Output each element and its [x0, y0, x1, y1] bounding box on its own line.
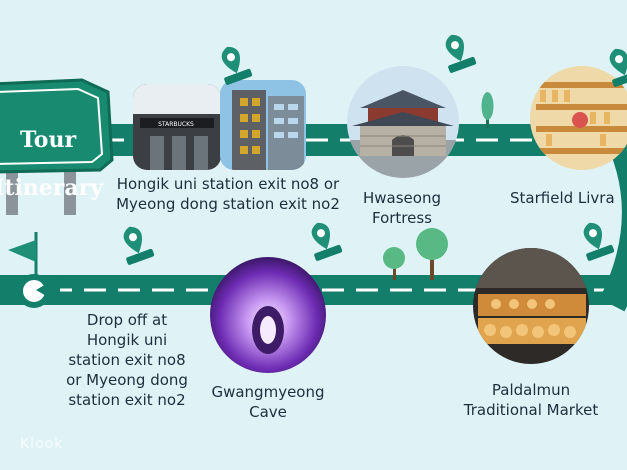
- tour-itinerary-sign: [0, 78, 114, 215]
- paldalmun-market-photo: [473, 248, 589, 364]
- sign-line-2: Itinerary: [0, 175, 104, 201]
- sign-title: Tour Itinerary: [0, 104, 104, 224]
- label-gwangmyeong-cave: Gwangmyeong Cave: [211, 383, 325, 421]
- map-pin-icon: [123, 226, 155, 265]
- starbucks-sign: STARBUCKS: [158, 121, 194, 128]
- tree-icon: [481, 92, 494, 128]
- hwaseong-fortress-photo: [347, 66, 459, 178]
- starbucks-photo: STARBUCKS: [133, 84, 221, 170]
- tree-icon: [416, 228, 448, 280]
- watermark-logo: Klook: [20, 436, 64, 452]
- label-starfield: Starfield Livra: [510, 189, 615, 207]
- starfield-library-photo: [530, 66, 627, 170]
- road-arrow: [36, 276, 60, 304]
- map-pin-icon: [311, 222, 343, 261]
- sign-line-1: Tour: [19, 127, 77, 153]
- map-pin-icon: [609, 48, 627, 87]
- gwangmyeong-cave-photo: [210, 257, 326, 373]
- map-pin-icon: [445, 34, 477, 73]
- label-hwaseong-fortress: Hwaseong Fortress: [363, 189, 441, 227]
- label-hongik-myeongdong: Hongik uni station exit no8 or Myeong do…: [116, 175, 340, 213]
- tree-icon: [383, 247, 405, 280]
- map-pin-icon: [583, 222, 615, 261]
- label-paldalmun-market: Paldalmun Traditional Market: [463, 381, 599, 419]
- label-drop-off: Drop off at Hongik uni station exit no8 …: [66, 311, 188, 409]
- building-photo: [220, 80, 306, 170]
- map-pin-icon: [221, 46, 253, 85]
